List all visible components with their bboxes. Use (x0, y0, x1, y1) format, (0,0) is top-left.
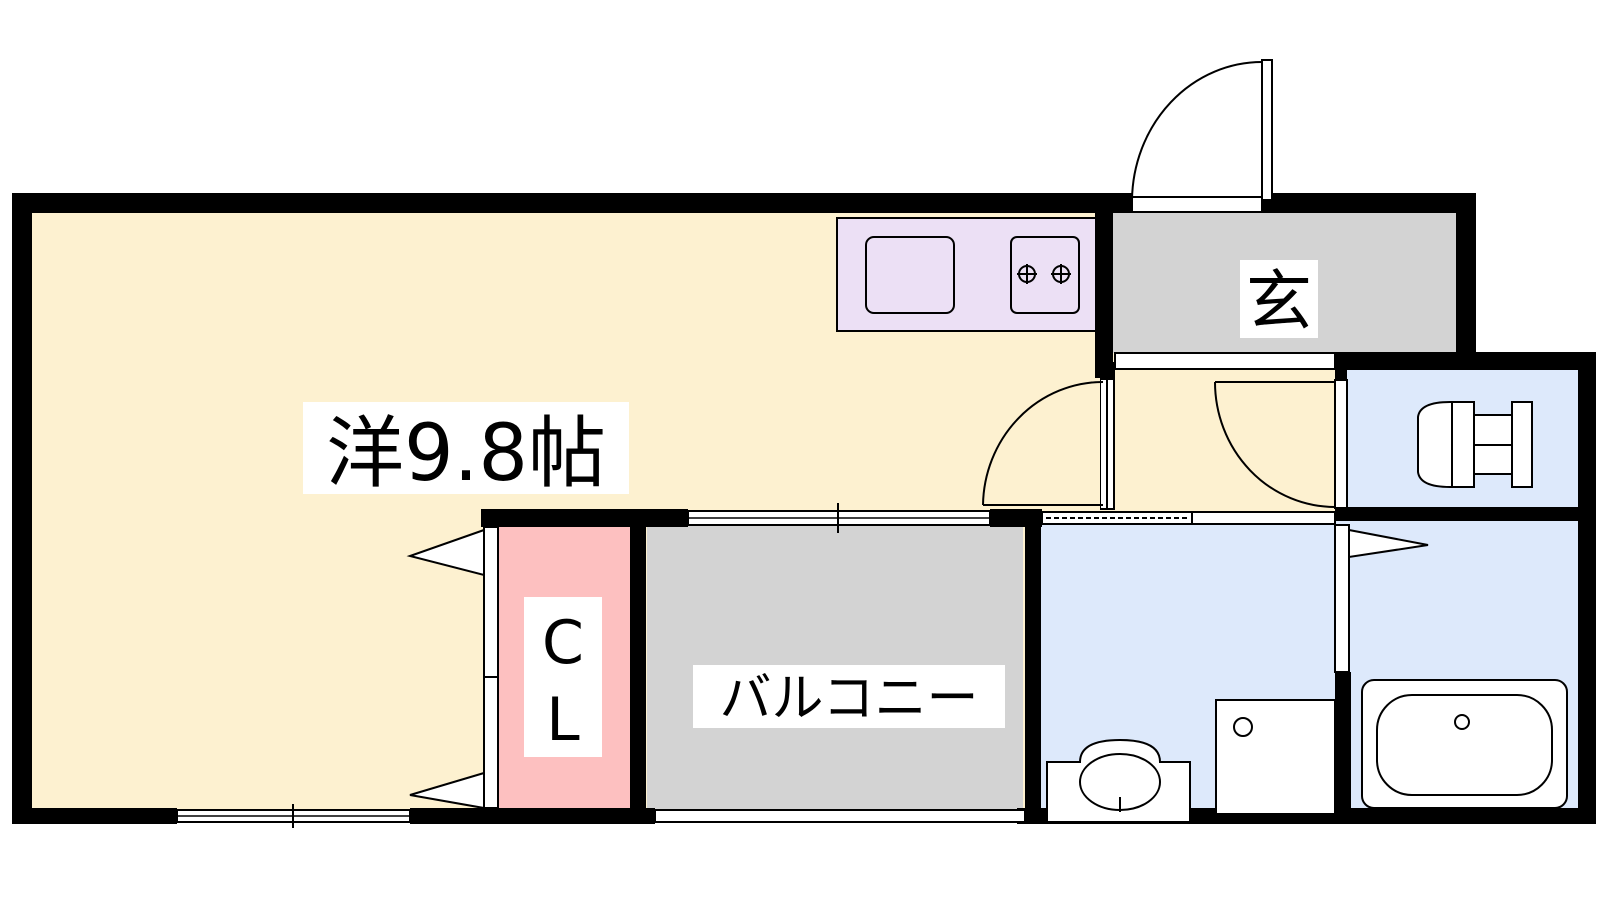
wash-basin-icon (1046, 738, 1191, 823)
svg-text:C: C (542, 608, 584, 678)
closet-doors (406, 526, 499, 810)
toilet-door (1214, 379, 1348, 509)
entrance-label: 玄 (1240, 260, 1318, 340)
svg-text:洋9.8帖: 洋9.8帖 (326, 409, 606, 499)
kitchen-sink-icon (865, 236, 955, 314)
stove-icon (1010, 236, 1080, 314)
entrance-door (1131, 59, 1273, 213)
corridor-floor (1095, 352, 1345, 517)
washing-machine-icon (1215, 699, 1336, 815)
balcony-label: バルコニー (693, 665, 1005, 729)
closet-label: C L (524, 597, 602, 757)
window-balcony-top (687, 503, 991, 533)
walls (12, 193, 1596, 824)
window-bottom-left (176, 804, 411, 828)
entrance-step (1114, 352, 1336, 370)
bathtub-icon (1361, 679, 1568, 809)
toilet-icon (1417, 401, 1533, 488)
svg-text:玄: 玄 (1246, 263, 1312, 340)
svg-text:バルコニー: バルコニー (720, 669, 979, 729)
bathroom-door (1334, 524, 1429, 673)
western-room-label: 洋9.8帖 (303, 402, 629, 499)
wash-sliding-door (1041, 511, 1336, 525)
svg-text:L: L (546, 685, 580, 755)
window-balcony-bottom (654, 809, 1026, 823)
living-room-door (982, 380, 1113, 508)
